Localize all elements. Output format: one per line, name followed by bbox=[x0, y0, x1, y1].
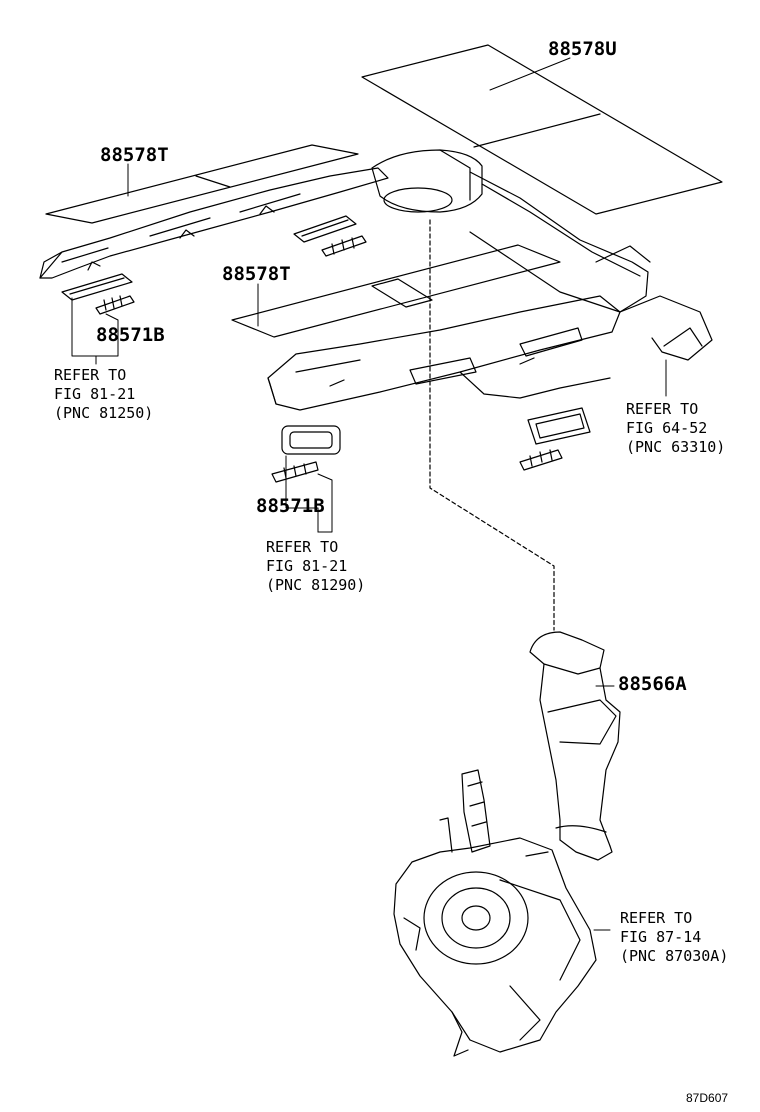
reference-note-left: REFER TO FIG 81-21 (PNC 81250) bbox=[54, 366, 153, 423]
reference-line: FIG 87-14 bbox=[620, 928, 702, 946]
reference-line: REFER TO bbox=[620, 909, 693, 927]
reference-line: FIG 81-21 bbox=[266, 557, 348, 575]
reference-note-right: REFER TO FIG 64-52 (PNC 63310) bbox=[626, 400, 725, 457]
insulation-sheet-88578T-top bbox=[45, 144, 359, 224]
part-label-88578T-mid: 88578T bbox=[222, 263, 291, 285]
part-label-88566A: 88566A bbox=[618, 673, 687, 695]
clip-right bbox=[519, 449, 563, 471]
part-label-88578T-top: 88578T bbox=[100, 144, 169, 166]
roof-duct-middle bbox=[267, 295, 621, 411]
reference-line: (PNC 87030A) bbox=[620, 947, 729, 965]
part-label-88578U: 88578U bbox=[548, 38, 617, 60]
leader-lines bbox=[71, 57, 667, 931]
reference-line: (PNC 81290) bbox=[266, 576, 366, 594]
roof-duct-connector bbox=[371, 149, 483, 213]
roof-duct-diagonal bbox=[469, 171, 651, 313]
reference-note-unit: REFER TO FIG 87-14 (PNC 87030A) bbox=[620, 909, 728, 966]
reference-line: REFER TO bbox=[266, 538, 339, 556]
diagram-code: 87D607 bbox=[686, 1091, 729, 1105]
reference-line: REFER TO bbox=[626, 400, 699, 418]
vent-grille-left bbox=[61, 273, 133, 301]
insulation-sheet-88578U bbox=[361, 44, 723, 215]
part-label-88571B-left: 88571B bbox=[96, 324, 165, 346]
clip-top bbox=[321, 235, 367, 257]
clip-left bbox=[95, 295, 135, 315]
vent-grille-top bbox=[293, 215, 357, 243]
riser-duct-88566A bbox=[529, 631, 621, 861]
roof-duct-left bbox=[39, 167, 389, 279]
reference-note-mid: REFER TO FIG 81-21 (PNC 81290) bbox=[266, 538, 365, 595]
reference-line: (PNC 63310) bbox=[626, 438, 726, 456]
vent-grille-mid bbox=[281, 425, 341, 455]
blower-unit bbox=[393, 769, 597, 1057]
insulation-sheet-88578T-mid bbox=[231, 244, 561, 338]
reference-line: FIG 81-21 bbox=[54, 385, 136, 403]
reference-line: FIG 64-52 bbox=[626, 419, 708, 437]
reference-line: REFER TO bbox=[54, 366, 127, 384]
vent-grille-right bbox=[527, 407, 591, 445]
clip-mid bbox=[271, 461, 319, 483]
part-label-88571B-mid: 88571B bbox=[256, 495, 325, 517]
roof-duct-right-end bbox=[619, 295, 713, 361]
dashed-connector bbox=[429, 219, 555, 631]
reference-line: (PNC 81250) bbox=[54, 404, 154, 422]
